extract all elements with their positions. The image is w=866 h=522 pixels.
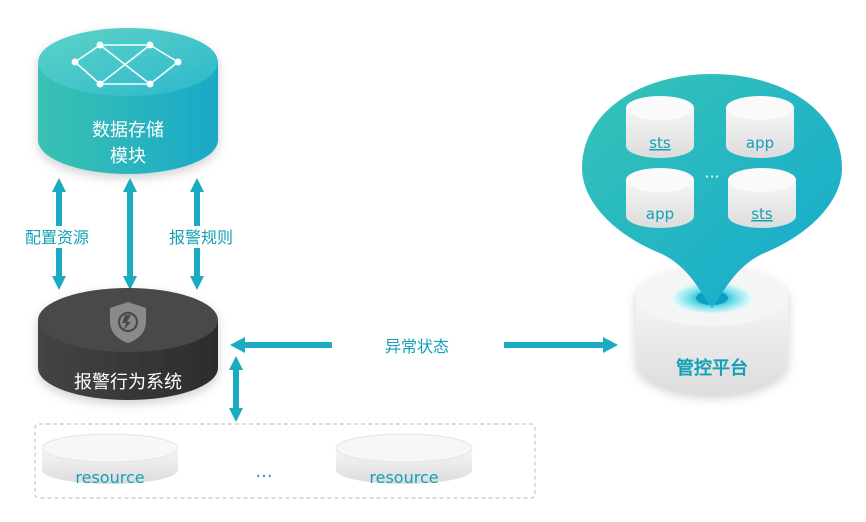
resource-label-right: resource: [369, 468, 438, 487]
shield-refresh-icon: [110, 302, 146, 343]
resources-ellipsis: ···: [255, 466, 272, 487]
config-resource-label: 配置资源: [25, 228, 89, 247]
bubble-label-top-left: sts: [649, 134, 671, 152]
resource-cylinder-left: [41, 433, 179, 484]
bubble-ellipsis: ···: [704, 167, 719, 186]
bubble-label-top-right: app: [746, 134, 774, 152]
bubble-cylinder-top-left: [626, 96, 694, 158]
network-graph-icon: [71, 41, 182, 88]
storage-title-line1: 数据存储: [92, 120, 164, 141]
abnormal-state-label: 异常状态: [385, 337, 449, 356]
abnormal-state-arrows: [230, 337, 618, 353]
label-bg: [14, 226, 100, 248]
bubble-cylinder-bottom-right: [728, 168, 796, 228]
label-bg: [158, 226, 244, 248]
alarm-system-label: 报警行为系统: [74, 372, 182, 393]
alarm-rules-label: 报警规则: [169, 228, 233, 247]
resource-cylinder-right: [335, 433, 473, 484]
bubble-cylinder-bottom-left: [626, 168, 694, 228]
bubble-label-bottom-right: sts: [751, 205, 773, 223]
resources-container: [34, 423, 536, 499]
bubble-label-bottom-left: app: [646, 205, 674, 223]
resource-double-arrow: [229, 356, 243, 422]
resource-label-left: resource: [75, 468, 144, 487]
storage-title-line2: 模块: [110, 146, 146, 167]
service-bubble: [582, 74, 842, 308]
middle-double-arrow: [123, 178, 137, 290]
bubble-cylinder-top-right: [726, 96, 794, 158]
control-platform-label: 管控平台: [676, 357, 748, 379]
